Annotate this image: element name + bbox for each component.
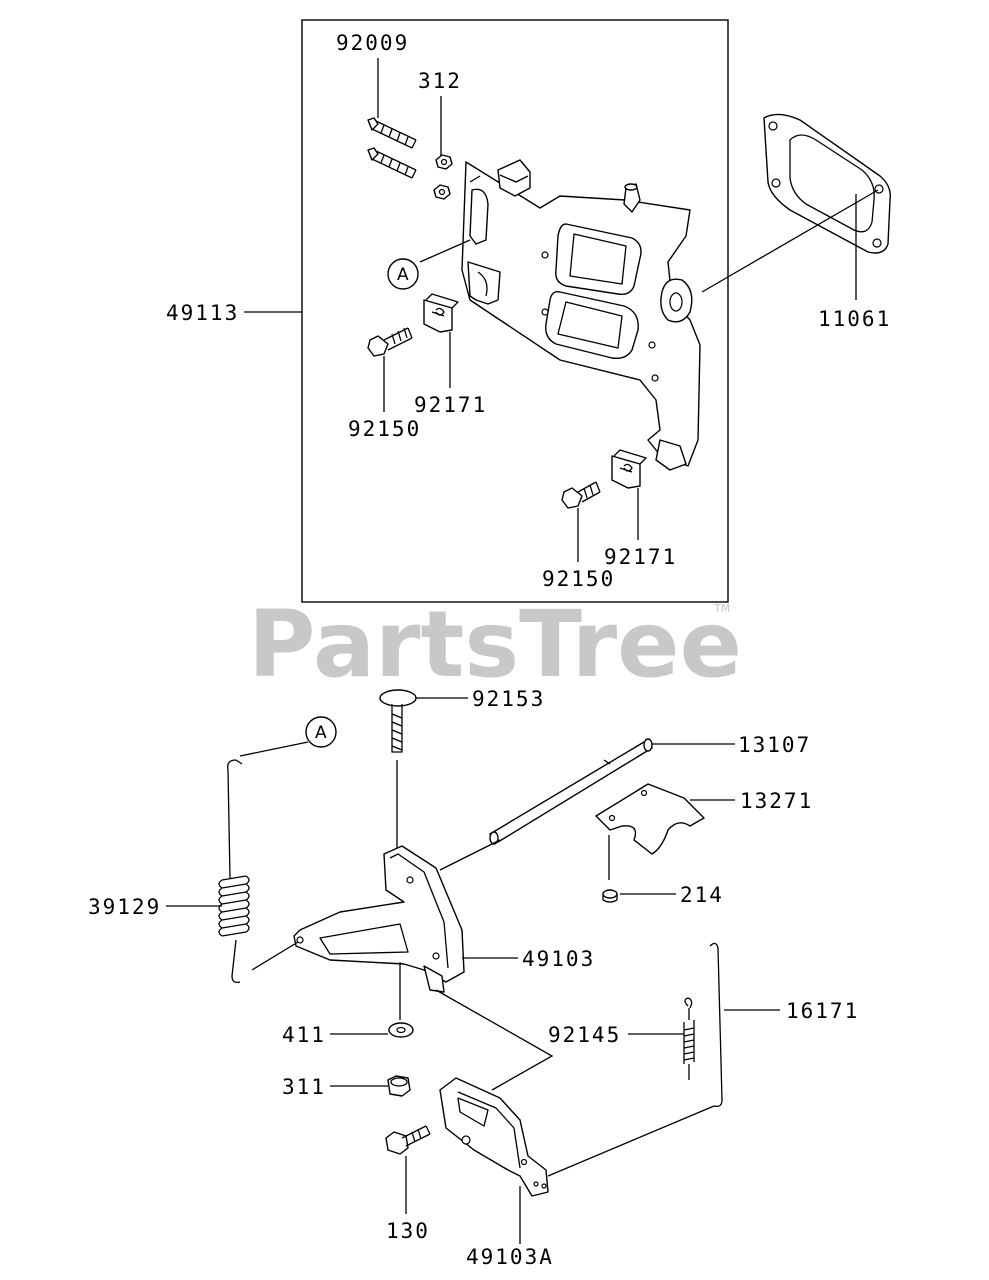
nut-312 bbox=[433, 154, 453, 200]
bolt-92153 bbox=[379, 689, 417, 753]
watermark-text: PartsTree bbox=[248, 591, 742, 698]
label-214: 214 bbox=[680, 883, 724, 907]
label-92009: 92009 bbox=[336, 31, 409, 55]
screw-92150-upper bbox=[367, 327, 413, 357]
label-311: 311 bbox=[282, 1075, 326, 1099]
label-13271: 13271 bbox=[740, 789, 813, 813]
label-92153: 92153 bbox=[472, 687, 545, 711]
label-11061: 11061 bbox=[818, 307, 891, 331]
label-92171-upper: 92171 bbox=[414, 393, 487, 417]
callout-a-upper-letter: A bbox=[397, 265, 409, 285]
bolt-92009 bbox=[367, 117, 417, 179]
label-312: 312 bbox=[418, 69, 462, 93]
callout-a-upper bbox=[387, 258, 419, 290]
label-49113: 49113 bbox=[166, 301, 239, 325]
group-box-49113 bbox=[301, 19, 729, 603]
bracket-13271 bbox=[595, 783, 705, 855]
lever-49103 bbox=[293, 845, 465, 993]
nut-311 bbox=[387, 1075, 411, 1097]
label-92150-lower: 92150 bbox=[542, 567, 615, 591]
label-13107: 13107 bbox=[738, 733, 811, 757]
label-49103: 49103 bbox=[522, 947, 595, 971]
spring-92145 bbox=[683, 997, 695, 1080]
clip-92171-lower bbox=[611, 449, 647, 489]
screw-92150-lower bbox=[561, 481, 601, 509]
washer-411 bbox=[388, 1022, 414, 1038]
screw-214 bbox=[602, 889, 618, 903]
label-411: 411 bbox=[282, 1023, 326, 1047]
clip-92171-upper bbox=[423, 293, 459, 333]
lever-49103a bbox=[439, 1077, 549, 1197]
label-16171: 16171 bbox=[786, 999, 859, 1023]
label-130: 130 bbox=[386, 1219, 430, 1243]
watermark-trademark: TM bbox=[713, 602, 730, 615]
shaft-13107 bbox=[489, 738, 653, 845]
rod-16171 bbox=[547, 942, 723, 1177]
spring-39129 bbox=[218, 759, 250, 984]
control-plate bbox=[461, 159, 701, 471]
gasket-11061 bbox=[763, 113, 891, 254]
label-39129: 39129 bbox=[88, 895, 161, 919]
bolt-130 bbox=[385, 1125, 431, 1155]
label-92145: 92145 bbox=[548, 1023, 621, 1047]
callout-a-lower bbox=[305, 716, 337, 748]
label-49103a: 49103A bbox=[466, 1245, 554, 1269]
callout-a-lower-letter: A bbox=[315, 723, 327, 743]
label-92150-upper: 92150 bbox=[348, 417, 421, 441]
label-92171-lower: 92171 bbox=[604, 545, 677, 569]
